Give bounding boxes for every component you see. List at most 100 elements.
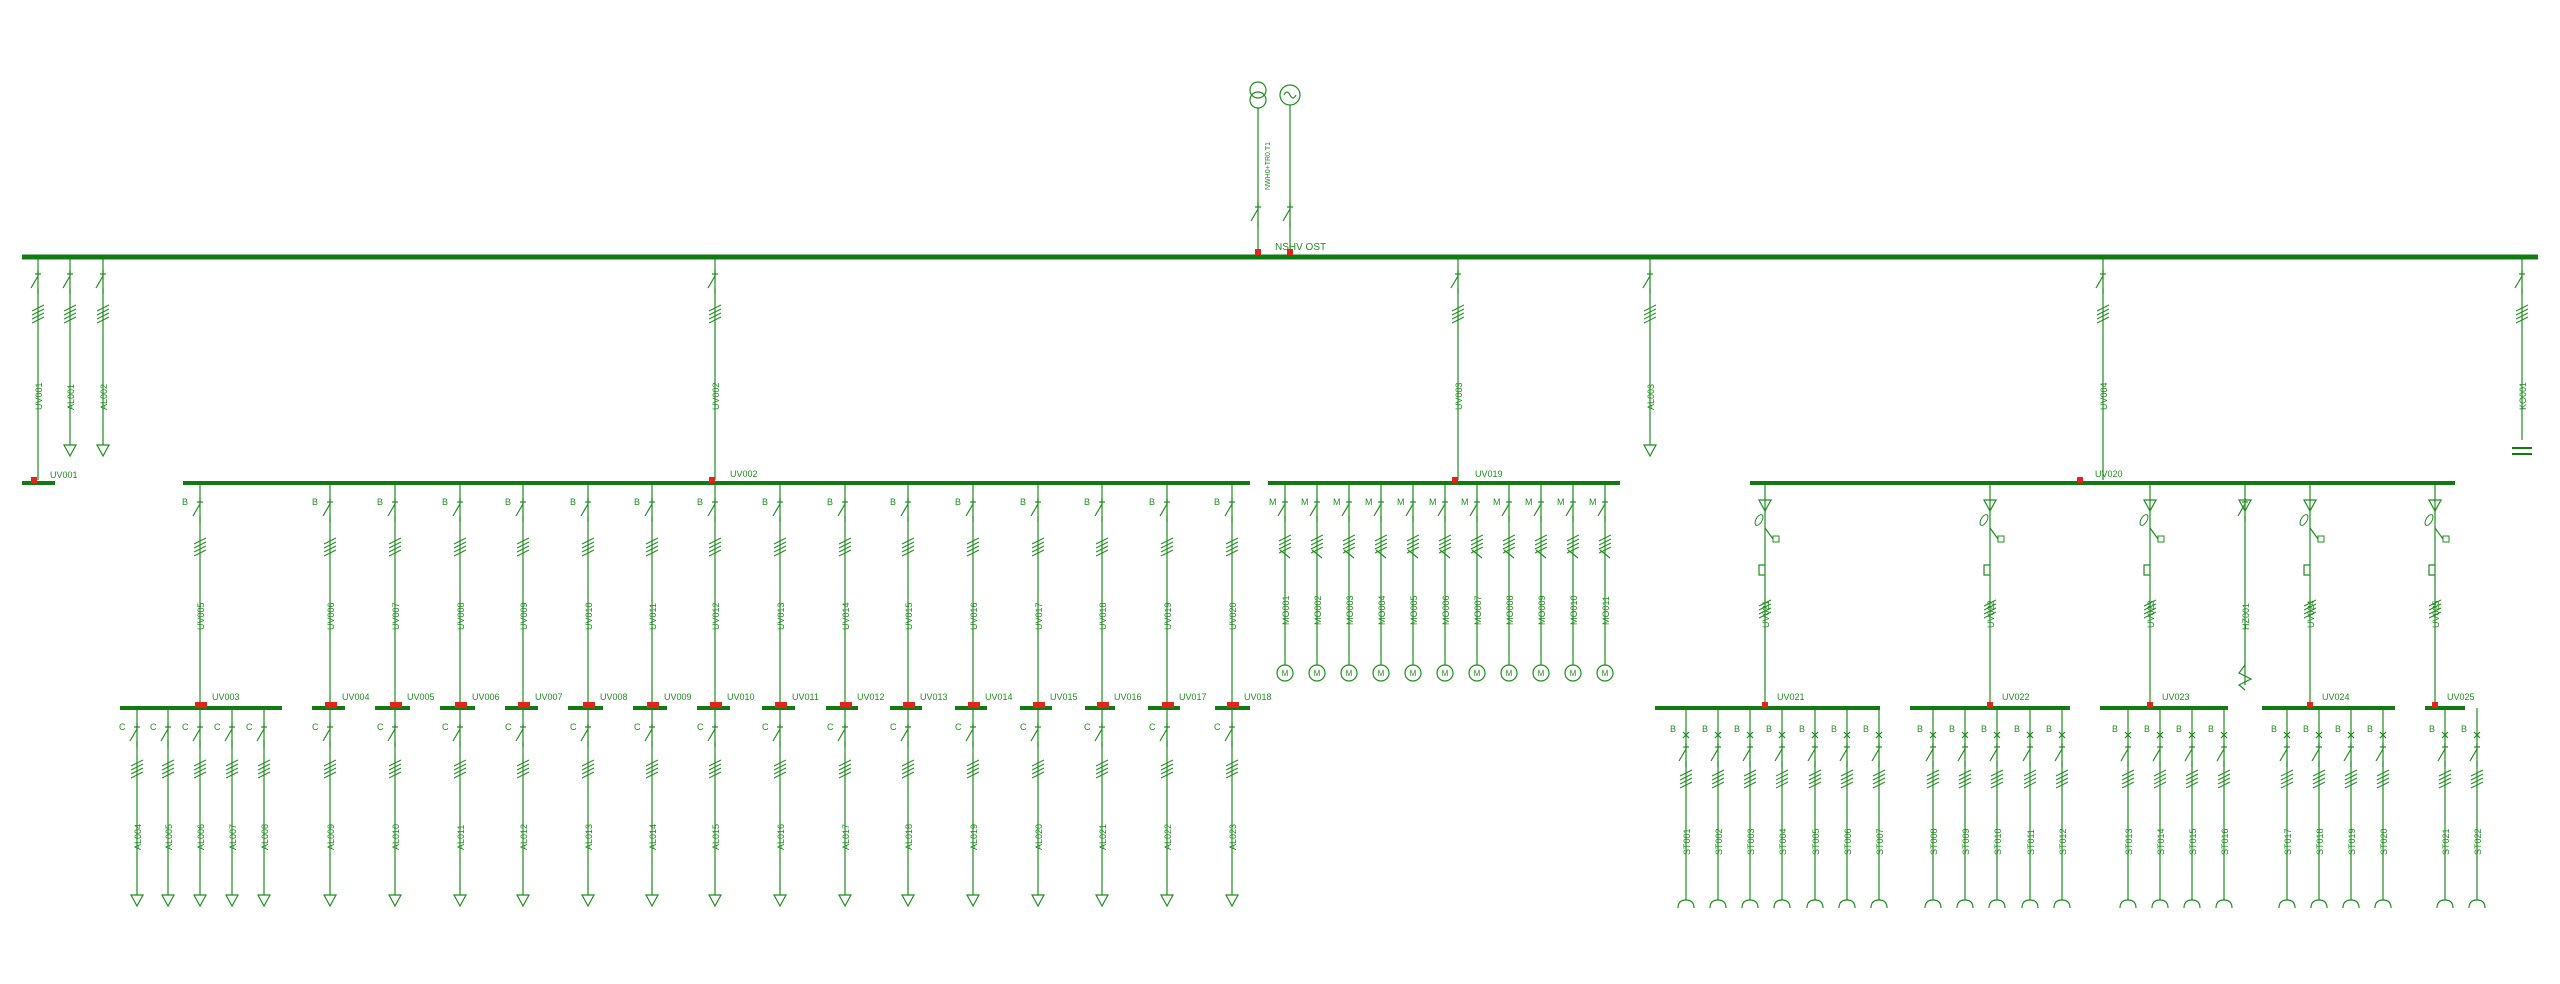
hatch-stroke — [161, 767, 175, 775]
cable-hatch-icon — [708, 759, 722, 779]
hatch-stroke — [708, 771, 722, 779]
switch-blade — [1710, 748, 1719, 762]
hatch-stroke — [773, 549, 787, 557]
outlet-switch-icon — [580, 723, 591, 747]
cable-hatch-icon — [1983, 599, 1997, 619]
cable-hatch-icon — [388, 759, 402, 779]
motor-icon: M — [1532, 664, 1550, 682]
feeder-switch-icon — [707, 498, 718, 522]
hatch-stroke — [453, 763, 467, 771]
hatch-stroke — [1225, 767, 1239, 775]
outlet-switch-icon — [256, 723, 267, 747]
hatch-stroke — [2217, 781, 2231, 789]
cable-hatch-icon — [966, 759, 980, 779]
isolator-blade — [1764, 527, 1774, 540]
hatch-stroke — [1679, 769, 1693, 777]
switch-blade — [2279, 748, 2288, 762]
hatch-stroke — [1990, 781, 2004, 789]
hatch-stroke — [388, 763, 402, 771]
sub-bus-label: UV006 — [472, 692, 500, 702]
hatch-stroke — [1225, 763, 1239, 771]
outlet-switch-icon — [1807, 743, 1818, 767]
hatch-stroke — [2312, 777, 2326, 785]
feeder-arrow-icon — [1982, 499, 1998, 513]
hatch-stroke — [1643, 304, 1657, 312]
switch-blade — [2152, 748, 2161, 762]
breaker-x — [2220, 731, 2228, 739]
sub-bus-marker — [1103, 702, 1109, 708]
hatch-stroke — [1310, 534, 1324, 542]
hatch-stroke — [2153, 773, 2167, 781]
switch-blade — [2022, 748, 2031, 762]
switch-blade — [2237, 503, 2246, 517]
hatch-stroke — [1502, 546, 1516, 554]
sub-bus-label: UV004 — [342, 692, 370, 702]
hatch-stroke — [708, 767, 722, 775]
motor-label: MO001 — [1281, 595, 1291, 625]
fuse-body — [2299, 514, 2309, 526]
c-marker: C — [1084, 722, 1091, 732]
switch-blade — [1871, 748, 1880, 762]
motor-circle — [1372, 664, 1390, 682]
hatch-stroke — [838, 767, 852, 775]
motor-switch-icon — [1309, 498, 1320, 522]
hatch-stroke — [130, 763, 144, 771]
cable-hatch-icon — [966, 537, 980, 557]
sub-bus-marker — [455, 702, 461, 708]
cable-hatch-icon — [1342, 534, 1356, 554]
sub-bus-marker — [524, 702, 530, 708]
hatch-stroke — [1926, 769, 1940, 777]
sub-bus-marker — [710, 702, 716, 708]
hatch-stroke — [1808, 781, 1822, 789]
hatch-stroke — [2303, 599, 2317, 607]
socket-icon — [1677, 899, 1695, 909]
hatch-stroke — [1758, 603, 1772, 611]
hatch-stroke — [901, 771, 915, 779]
motor-label: MO002 — [1313, 595, 1323, 625]
hatch-stroke — [1840, 773, 1854, 781]
motor-label: MO010 — [1569, 595, 1579, 625]
hatch-stroke — [1926, 781, 1940, 789]
hatch-stroke — [1310, 546, 1324, 554]
switch-blade — [1373, 503, 1382, 517]
feeder-switch-icon — [1224, 498, 1235, 522]
hatch-stroke — [1598, 534, 1612, 542]
hatch-stroke — [1225, 771, 1239, 779]
sub-bus-marker — [201, 702, 207, 708]
hatch-stroke — [193, 549, 207, 557]
switch-blade — [1094, 728, 1103, 742]
hatch-stroke — [708, 304, 722, 312]
b-marker: B — [505, 497, 511, 507]
hatch-stroke — [1983, 603, 1997, 611]
hatch-stroke — [2438, 777, 2452, 785]
feeder-label: UV004 — [2099, 382, 2109, 410]
breaker-icon — [2441, 731, 2449, 739]
b-marker: B — [2046, 724, 2052, 734]
hatch-stroke — [1342, 538, 1356, 546]
hatch-stroke — [1470, 546, 1484, 554]
socket-icon — [2342, 899, 2360, 909]
switch-blade — [1094, 503, 1103, 517]
hatch-stroke — [1958, 769, 1972, 777]
sub-bus-label: UV007 — [535, 692, 563, 702]
hatch-stroke — [1958, 777, 1972, 785]
thermal-relay — [1279, 549, 1291, 559]
cable-hatch-icon — [2121, 769, 2135, 789]
feeder-switch-icon — [192, 498, 203, 522]
motor-icon: M — [1372, 664, 1390, 682]
breaker-x — [2473, 731, 2481, 739]
breaker-icon — [1843, 731, 1851, 739]
hatch-stroke — [2470, 777, 2484, 785]
motor-switch-icon — [1437, 498, 1448, 522]
sub-bus-marker — [589, 702, 595, 708]
hatch-stroke — [773, 771, 787, 779]
switch-blade — [837, 503, 846, 517]
hatch-stroke — [193, 771, 207, 779]
feeder-label: UV019 — [1163, 602, 1173, 630]
breaker-x — [2441, 731, 2449, 739]
outlet-arrow-icon — [322, 894, 338, 908]
hatch-stroke — [130, 771, 144, 779]
outlet-label: AL021 — [1098, 824, 1108, 850]
cable-hatch-icon — [2470, 769, 2484, 789]
hatch-stroke — [773, 545, 787, 553]
